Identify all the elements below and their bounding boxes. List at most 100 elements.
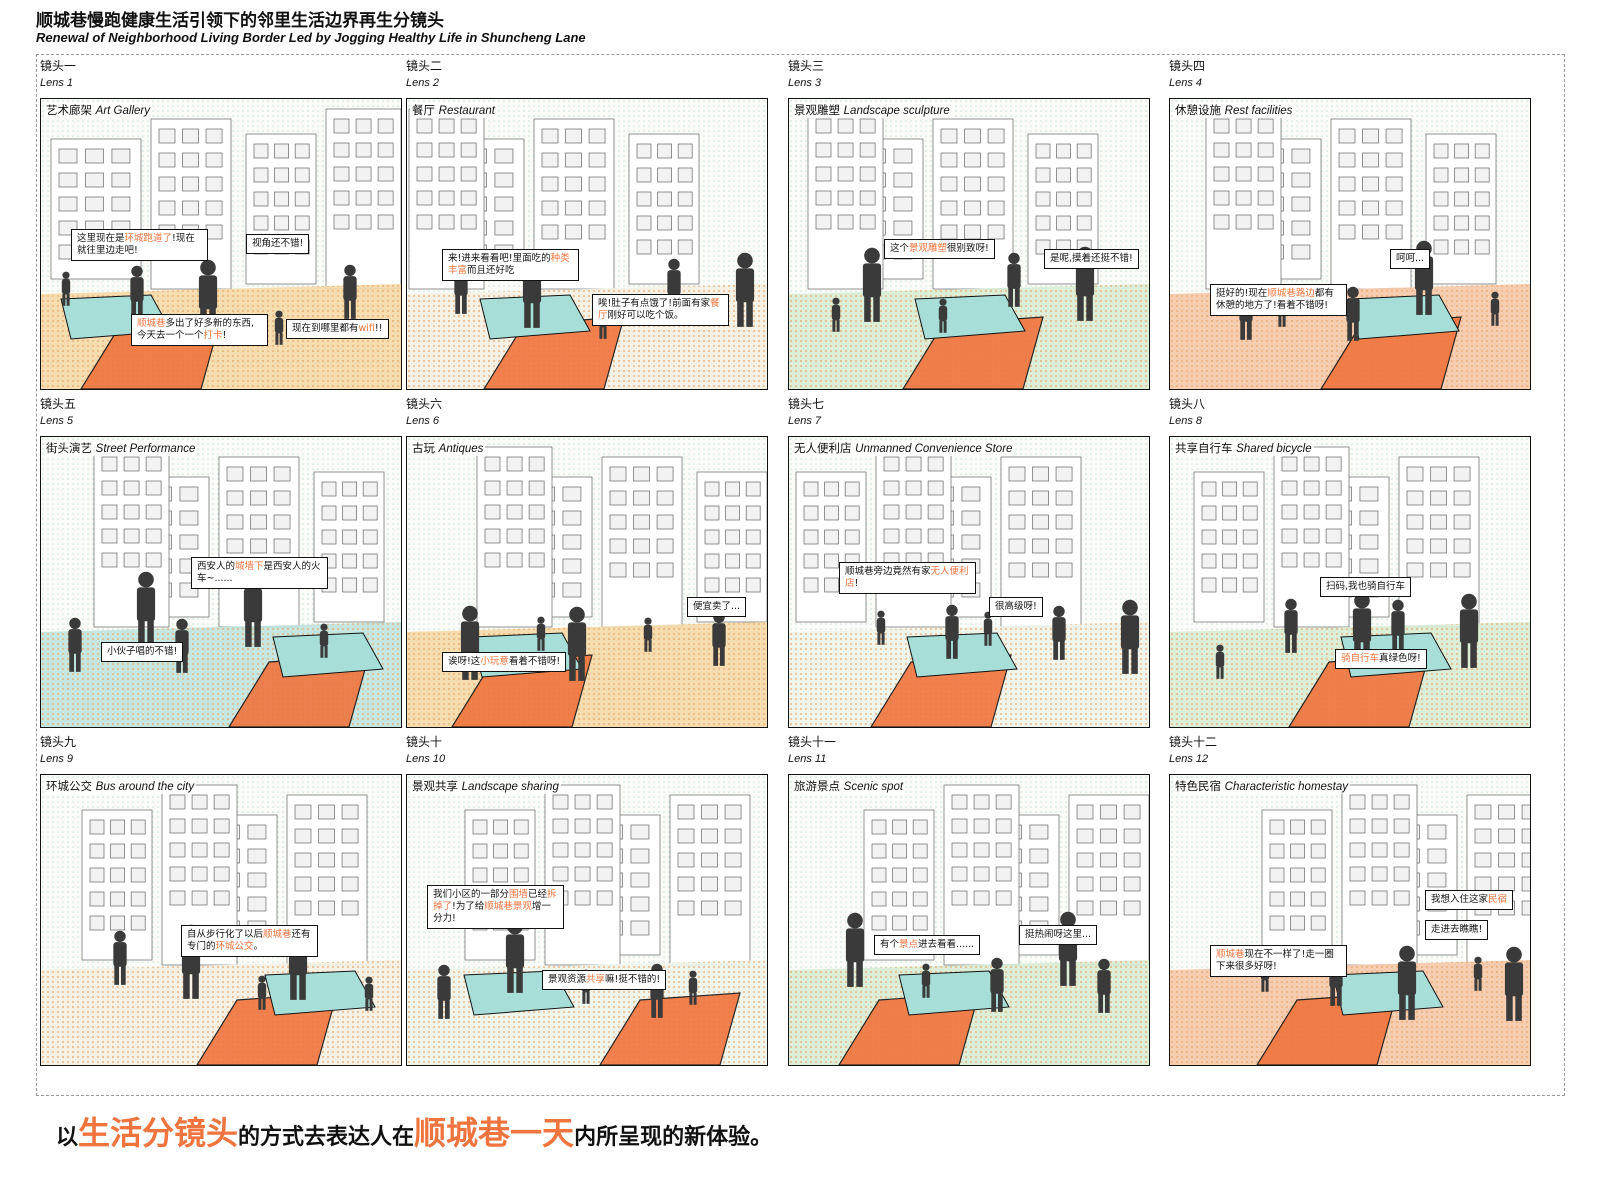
page-subtitle: Renewal of Neighborhood Living Border Le… [36, 30, 586, 45]
bubble-text: !! [374, 323, 383, 334]
lens-number-cn: 镜头十一 [788, 735, 837, 749]
bubble-text: 挺热闹呀这里... [1025, 929, 1092, 940]
speech-bubble: 我们小区的一部分围墙已经拆掉了!为了给顺城巷景观增一分力! [427, 885, 564, 929]
lens-number-en: Lens 4 [1169, 77, 1203, 89]
lens-number-cn: 镜头四 [1169, 59, 1206, 73]
bubble-text: 现在不一样了!走一圈下来很多好呀! [1216, 949, 1334, 972]
speech-bubble: 挺热闹呀这里... [1019, 925, 1098, 945]
teal-feature [1332, 970, 1444, 1016]
scene-illustration [41, 437, 401, 727]
scene-illustration [407, 437, 767, 727]
bubble-highlight: 环城跑道了 [124, 233, 173, 244]
teal-feature [906, 632, 1018, 678]
statement-part-1: 以 [56, 1125, 79, 1150]
bubble-text: !现在就往里边走吧! [77, 233, 195, 256]
lens-number-en: Lens 6 [406, 415, 440, 427]
teal-feature [272, 632, 384, 678]
scene-illustration [789, 775, 1149, 1065]
bubble-text: 很高级呀! [995, 601, 1037, 612]
scene-title-en: Characteristic homestay [1224, 781, 1349, 793]
bubble-text: 多出了好多新的东西,今天去一个一个 [137, 318, 255, 341]
scene-title-cn: 餐厅 [412, 103, 435, 117]
scene-illustration [41, 99, 401, 389]
scene-title-cn: 无人便利店 [794, 441, 852, 455]
bubble-highlight: 景观雕塑 [909, 243, 948, 254]
speech-bubble: 这里现在是环城跑道了!现在就往里边走吧! [71, 229, 208, 261]
lens-number-cn: 镜头八 [1169, 397, 1206, 411]
scene-frame: 景观共享 Landscape sharing 我们小区的一部分围墙已经拆掉了!为了… [406, 774, 768, 1066]
scene-illustration [407, 99, 767, 389]
bubble-highlight: 顺城巷景观 [484, 901, 532, 912]
speech-bubble: 挺好的!现在顺城巷路边都有休憩的地方了!看着不错呀! [1210, 284, 1347, 316]
bubble-highlight: 小玩意 [480, 656, 509, 667]
scene-title-cn: 共享自行车 [1175, 441, 1233, 455]
bubble-text: 便宜卖了... [693, 601, 741, 612]
bubble-highlight: 餐厅 [598, 298, 720, 321]
people [831, 246, 1095, 333]
bubble-text: 看着不错呀! [508, 656, 561, 667]
scene-title: 景观共享 Landscape sharing [410, 778, 561, 794]
scene-illustration [41, 775, 401, 1065]
speech-bubble: 顺城巷现在不一样了!走一圈下来很多好呀! [1210, 945, 1347, 977]
background-buildings [807, 108, 1099, 290]
speech-bubble: 便宜卖了... [687, 597, 747, 617]
bubble-highlight: 顺城巷 [263, 929, 292, 940]
scene-title-cn: 休憩设施 [1175, 103, 1221, 117]
background-buildings [1205, 108, 1497, 290]
scene-title-cn: 景观雕塑 [794, 103, 840, 117]
bubble-text: 挺好的!现在 [1216, 288, 1268, 299]
speech-bubble: 诶呀!这小玩意看着不错呀! [442, 652, 567, 672]
bubble-highlight: 城墙下 [235, 561, 264, 572]
background-buildings [1193, 446, 1480, 628]
bubble-text: 是西安人的火车~...... [197, 561, 321, 584]
scene-title: 餐厅 Restaurant [410, 102, 497, 118]
speech-bubble: 呵呵... [1390, 249, 1431, 269]
lens-number-en: Lens 1 [40, 77, 74, 89]
bubble-text: 有个 [880, 939, 900, 950]
bubble-highlight: 环城公交 [215, 941, 254, 952]
scene-title: 艺术廊架 Art Gallery [44, 102, 152, 118]
bubble-highlight: 顺城巷 [1216, 949, 1245, 960]
bubble-text: 这个 [890, 243, 910, 254]
speech-bubble: 骑自行车真绿色呀! [1335, 649, 1427, 669]
speech-bubble: 小伙子唱的不错! [101, 642, 184, 662]
bubble-highlight: wifi [358, 323, 375, 334]
scene-title-en: Landscape sculpture [843, 105, 950, 117]
bubble-highlight: 打卡 [203, 330, 223, 341]
lens-number-cn: 镜头六 [406, 397, 443, 411]
bubble-text: 这里现在是 [77, 233, 125, 244]
bubble-highlight: 顺城巷路边 [1267, 288, 1315, 299]
lens-number-en: Lens 10 [406, 753, 446, 765]
scene-title: 休憩设施 Rest facilities [1173, 102, 1295, 118]
bubble-text: 增一分力! [433, 901, 551, 924]
scene-title-cn: 古玩 [412, 441, 435, 455]
scene-illustration [1170, 99, 1530, 389]
speech-bubble: 景观资源共享嘛!挺不错的! [542, 970, 667, 990]
bubble-text: 来!进来看看吧!里面吃的 [448, 253, 551, 264]
bubble-highlight: 围墙 [509, 889, 529, 900]
bubble-text: 很别致呀! [947, 243, 989, 254]
statement-highlight-2: 顺城巷一天 [414, 1114, 575, 1152]
teal-feature [1348, 294, 1460, 340]
page-title: 顺城巷慢跑健康生活引领下的邻里生活边界再生分镜头 [36, 11, 444, 31]
scene-title: 街头演艺 Street Performance [44, 440, 198, 456]
bubble-text: 走进去瞧瞧! [1431, 924, 1483, 935]
orange-path [599, 992, 741, 1065]
scene-title-en: Unmanned Convenience Store [855, 443, 1013, 455]
bubble-highlight: 共享 [586, 974, 606, 985]
scene-title-en: Scenic spot [843, 781, 904, 793]
scene-title-cn: 艺术廊架 [46, 103, 92, 117]
bubble-highlight: 顺城巷 [137, 318, 166, 329]
lens-panel: 镜头四 Lens 4 休憩设施 Rest facilities 呵呵... 挺好的!现在… [1166, 55, 1532, 391]
scene-title-en: Art Gallery [95, 105, 150, 117]
scene-title-cn: 旅游景点 [794, 779, 840, 793]
